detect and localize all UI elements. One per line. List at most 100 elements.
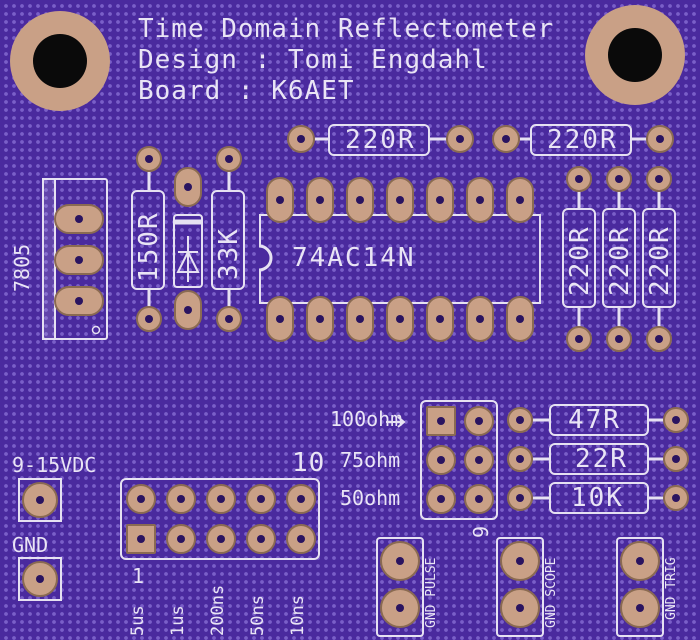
- impedance-75-label: 75ohm: [340, 448, 401, 472]
- title-line-3: Board : K6AET: [138, 76, 355, 106]
- trig-pad-gnd: [620, 588, 660, 628]
- rv1-pad-bottom: [566, 326, 592, 352]
- jumper-pin-3a: [426, 484, 456, 514]
- ic-pin-top-1: [266, 177, 294, 223]
- diode-pad-top: [174, 167, 202, 207]
- r-top1-pad-b: [446, 125, 474, 153]
- jumper-header-outline: [420, 400, 498, 520]
- range-pin-r2-2: [166, 524, 196, 554]
- r47-pad-b: [663, 407, 689, 433]
- jumper-pin-1b: [464, 406, 494, 436]
- impedance-arrow: [386, 416, 406, 428]
- r33k-pad-top: [216, 146, 242, 172]
- r-top2-body: [530, 124, 632, 156]
- r-top1-label: 220R: [345, 125, 416, 155]
- r22-body: [549, 443, 649, 475]
- regulator-pin-2: [54, 245, 104, 275]
- rv3-body: [642, 208, 676, 308]
- trig-connector-outline: [616, 537, 664, 637]
- range-pin-r2-1: [126, 524, 156, 554]
- scope-connector-outline: [496, 537, 544, 637]
- rv3-pad-top: [646, 166, 672, 192]
- pulse-connector-outline: [376, 537, 424, 637]
- r47-body: [549, 404, 649, 436]
- title-line-1: Time Domain Reflectometer: [138, 14, 555, 44]
- mounting-hole-right: [585, 5, 685, 105]
- mounting-hole-left: [10, 11, 110, 111]
- r22-pad-b: [663, 446, 689, 472]
- impedance-100-label: 100ohm: [330, 407, 403, 431]
- r33k-body: [211, 190, 245, 290]
- trig-pad-signal: [620, 541, 660, 581]
- header-pin-1-label: 1: [132, 564, 145, 588]
- ic-pin-bottom-3: [346, 296, 374, 342]
- r22-label: 22R: [575, 444, 628, 474]
- ic-pin-top-7: [506, 177, 534, 223]
- r33k-pad-bottom: [216, 306, 242, 332]
- rv2-pad-bottom: [606, 326, 632, 352]
- ic-pin-bottom-7: [506, 296, 534, 342]
- jumper-pin-2b: [464, 445, 494, 475]
- ic-pin-top-5: [426, 177, 454, 223]
- pulse-pad-gnd: [380, 588, 420, 628]
- range-pin-r2-4: [246, 524, 276, 554]
- range-pin-r1-4: [246, 484, 276, 514]
- r-top1-body: [328, 124, 430, 156]
- regulator-pin1-marker: [91, 325, 101, 335]
- r47-label: 47R: [568, 405, 621, 435]
- range-pin-r1-5: [286, 484, 316, 514]
- r-top2-pad-b: [646, 125, 674, 153]
- ic-pin-top-6: [466, 177, 494, 223]
- ic-pin-bottom-5: [426, 296, 454, 342]
- r10k-pad-b: [663, 485, 689, 511]
- r47-pad-a: [507, 407, 533, 433]
- ic-pin-bottom-1: [266, 296, 294, 342]
- r150-body: [131, 190, 165, 290]
- vin-pad-outline: [18, 478, 62, 522]
- impedance-50-label: 50ohm: [340, 486, 401, 510]
- ic-pin-bottom-2: [306, 296, 334, 342]
- diode-pad-bottom: [174, 290, 202, 330]
- rv1-pad-top: [566, 166, 592, 192]
- jumper-pin-2a: [426, 445, 456, 475]
- ic-notch: [258, 244, 273, 272]
- vin-pad: [22, 482, 58, 518]
- rv2-pad-top: [606, 166, 632, 192]
- rv1-body: [562, 208, 596, 308]
- gnd-pad: [22, 561, 58, 597]
- range-header-outline: [120, 478, 320, 560]
- diode-body: [173, 214, 203, 288]
- rv3-pad-bottom: [646, 326, 672, 352]
- pulse-pad-signal: [380, 541, 420, 581]
- range-pin-r2-5: [286, 524, 316, 554]
- ic-pin-top-2: [306, 177, 334, 223]
- header-pin-10-label: 10: [292, 448, 326, 478]
- r150-pad-bottom: [136, 306, 162, 332]
- scope-pad-signal: [500, 541, 540, 581]
- vin-label: 9-15VDC: [12, 453, 97, 477]
- range-pin-r2-3: [206, 524, 236, 554]
- r-top2-pad-a: [492, 125, 520, 153]
- r10k-label: 10K: [571, 483, 624, 513]
- r22-pad-a: [507, 446, 533, 472]
- range-pin-r1-3: [206, 484, 236, 514]
- title-line-2: Design : Tomi Engdahl: [138, 45, 488, 75]
- ic-pin-bottom-6: [466, 296, 494, 342]
- r10k-pad-a: [507, 485, 533, 511]
- regulator-pin-1: [54, 204, 104, 234]
- diode-symbol-icon: [176, 236, 200, 282]
- ic-label: 74AC14N: [292, 243, 416, 273]
- r-top2-label: 220R: [547, 125, 618, 155]
- r-top1-pad-a: [287, 125, 315, 153]
- range-pin-r1-1: [126, 484, 156, 514]
- gnd-label: GND: [12, 533, 49, 557]
- ic-pin-top-3: [346, 177, 374, 223]
- range-pin-r1-2: [166, 484, 196, 514]
- ic-pin-bottom-4: [386, 296, 414, 342]
- regulator-pin-3: [54, 286, 104, 316]
- ic-pin-top-4: [386, 177, 414, 223]
- jumper-pin-1a: [426, 406, 456, 436]
- gnd-pad-outline: [18, 557, 62, 601]
